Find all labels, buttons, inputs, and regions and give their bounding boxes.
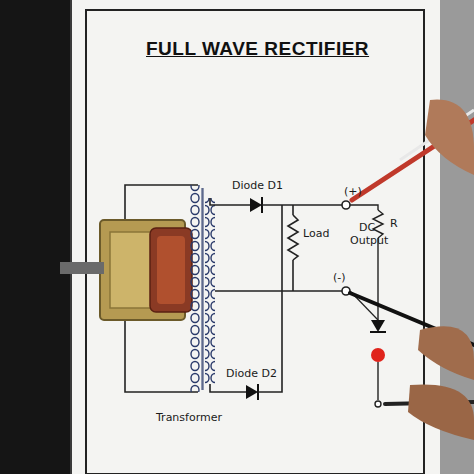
part-label: Transformer [156,412,222,425]
terminal-label: (+) [344,186,362,199]
diode-label: Diode D1 [232,180,283,193]
load-label: Load [303,228,329,241]
resistor-label: R [390,218,398,231]
title: FULL WAVE RECTIFIER [146,38,369,60]
diode-label: Diode D2 [226,368,277,381]
output-label: DC Output [350,222,384,247]
terminal-label: (-) [333,272,346,285]
